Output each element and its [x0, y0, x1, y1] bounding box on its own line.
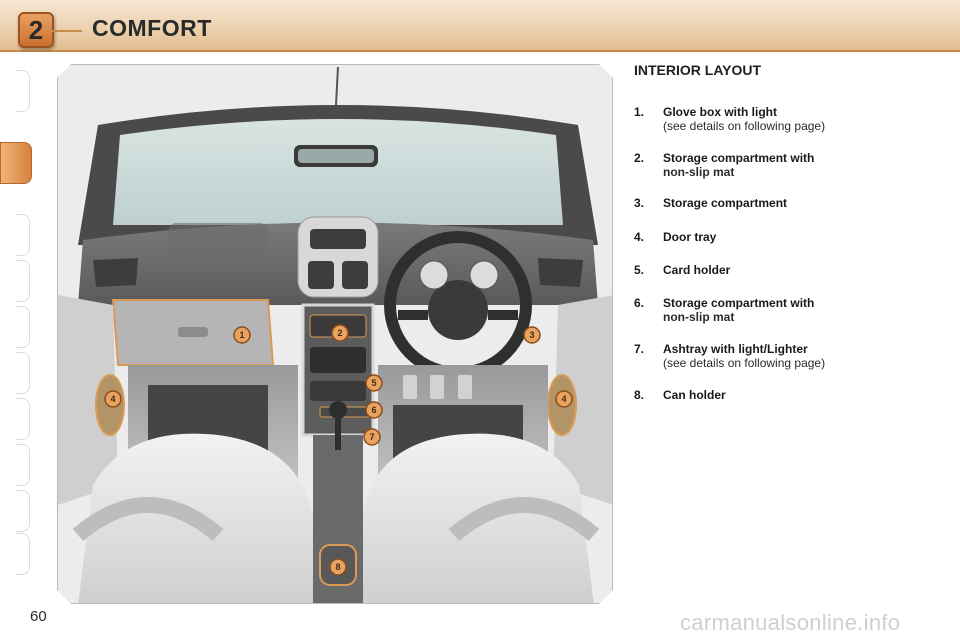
svg-text:4: 4 — [110, 394, 115, 404]
marker-5: 5 — [365, 374, 383, 392]
chapter-tab-4[interactable] — [16, 260, 30, 302]
centre-vent-left — [308, 261, 334, 289]
brake-pedal — [430, 375, 444, 399]
chapter-header: 2 COMFORT — [0, 0, 960, 52]
chapter-title: COMFORT — [92, 15, 212, 41]
chapter-number-badge: 2 — [18, 12, 54, 48]
svg-text:4: 4 — [561, 394, 566, 404]
header-rule — [52, 30, 82, 32]
clutch-pedal — [403, 375, 417, 399]
marker-6: 6 — [365, 401, 383, 419]
legend-number: 2. — [634, 151, 645, 165]
legend-number: 6. — [634, 296, 645, 310]
legend-label: Glove box with light — [663, 105, 777, 119]
chapter-tab-10[interactable] — [16, 533, 30, 575]
chapter-tab-9[interactable] — [16, 490, 30, 532]
antenna — [335, 66, 339, 106]
marker-4-right: 4 — [555, 390, 573, 408]
right-vent — [538, 258, 583, 287]
legend-label: Storage compartment with — [663, 151, 815, 165]
legend-label: Ashtray with light/Lighter — [663, 342, 808, 356]
passenger-roll-bar — [72, 497, 224, 542]
right-door-panel — [553, 295, 612, 505]
multifunction-display — [310, 229, 366, 249]
windscreen — [113, 119, 563, 225]
svg-text:6: 6 — [371, 405, 376, 415]
chapter-tab-3[interactable] — [16, 214, 30, 256]
radio-unit — [310, 347, 366, 373]
glove-box-handle — [178, 327, 208, 337]
dashboard-panel — [168, 223, 268, 263]
marker-3: 3 — [523, 326, 541, 344]
legend-label-line2: non-slip mat — [663, 310, 735, 324]
chapter-tab-8[interactable] — [16, 444, 30, 486]
legend-note: (see details on following page) — [663, 356, 826, 370]
marker-1: 1 — [233, 326, 251, 344]
interior-illustration: 1 2 3 4 4 5 6 7 8 — [57, 64, 613, 604]
legend-number: 7. — [634, 342, 645, 356]
chapter-tab-1[interactable] — [16, 70, 30, 112]
legend-label: Storage compartment with — [663, 296, 815, 310]
legend-number: 1. — [634, 105, 645, 119]
left-door-panel — [58, 295, 118, 505]
mirror-glass — [298, 149, 374, 163]
legend-number: 4. — [634, 230, 645, 244]
section-title: INTERIOR LAYOUT — [634, 62, 762, 78]
legend-label: Storage compartment — [663, 196, 788, 210]
chapter-tabs — [0, 70, 32, 575]
climate-controls — [310, 381, 366, 401]
chapter-tab-6[interactable] — [16, 352, 30, 394]
chapter-tab-5[interactable] — [16, 306, 30, 348]
svg-text:7: 7 — [369, 432, 374, 442]
gear-lever — [335, 410, 341, 450]
watermark: carmanualsonline.info — [680, 610, 901, 635]
legend-label-line2: non-slip mat — [663, 165, 735, 179]
svg-text:3: 3 — [529, 330, 534, 340]
legend-number: 3. — [634, 196, 645, 210]
page-number: 60 — [30, 608, 47, 625]
svg-text:8: 8 — [335, 562, 340, 572]
marker-2: 2 — [331, 324, 349, 342]
legend-label: Door tray — [663, 230, 717, 244]
legend-number: 5. — [634, 263, 645, 277]
rev-counter — [469, 260, 499, 290]
left-vent — [93, 258, 138, 287]
steering-hub — [428, 280, 488, 340]
driver-roll-bar — [448, 497, 600, 542]
legend-label: Card holder — [663, 263, 731, 277]
legend-note: (see details on following page) — [663, 119, 826, 133]
speedometer — [419, 260, 449, 290]
legend-number: 8. — [634, 388, 645, 402]
legend-label: Can holder — [663, 388, 726, 402]
marker-8: 8 — [329, 558, 347, 576]
svg-text:1: 1 — [239, 330, 244, 340]
svg-text:5: 5 — [371, 378, 376, 388]
chapter-tab-2-active[interactable] — [0, 142, 32, 184]
centre-vent-right — [342, 261, 368, 289]
car-interior-drawing: 1 2 3 4 4 5 6 7 8 — [58, 65, 612, 603]
marker-7: 7 — [363, 428, 381, 446]
marker-4-left: 4 — [104, 390, 122, 408]
svg-text:2: 2 — [337, 328, 342, 338]
chapter-tab-7[interactable] — [16, 398, 30, 440]
accelerator-pedal — [458, 375, 472, 399]
